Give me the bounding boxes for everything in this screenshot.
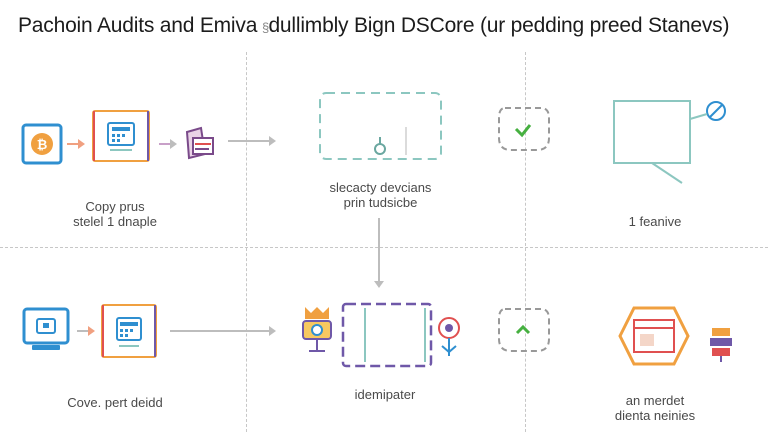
pin-icon bbox=[438, 317, 460, 356]
check-bubble-icon bbox=[498, 107, 550, 151]
title-mark: § bbox=[262, 20, 270, 35]
award-icon bbox=[302, 307, 332, 352]
row1-col2-caption: slecacty devcians prin tudsicbe bbox=[329, 180, 432, 210]
flow-arrow-down bbox=[374, 218, 384, 288]
document-grid-icon bbox=[101, 304, 157, 358]
flow-arrow bbox=[159, 139, 177, 149]
laptop-icon bbox=[22, 307, 70, 350]
row1-col4-caption: 1 feanive bbox=[628, 214, 682, 229]
svg-text:₿: ₿ bbox=[37, 138, 48, 153]
purple-frame-icon bbox=[341, 302, 433, 368]
monitor-satellite-icon bbox=[613, 100, 726, 184]
row2-col1-caption: Cove. pert deidd bbox=[67, 395, 163, 410]
flow-arrow bbox=[77, 326, 95, 336]
row-divider bbox=[0, 247, 768, 248]
bitcoin-icon: ₿ bbox=[21, 123, 63, 165]
document-grid-icon bbox=[92, 110, 150, 162]
chevron-bubble-icon bbox=[498, 308, 550, 352]
flow-arrow bbox=[228, 136, 276, 146]
flow-arrow bbox=[170, 326, 276, 336]
stack-icon bbox=[710, 328, 732, 362]
hexagon-window-icon bbox=[618, 306, 690, 366]
dashed-frame-icon bbox=[319, 92, 442, 160]
column-divider-2 bbox=[525, 52, 526, 432]
row1-col1-caption: Copy prus stelel 1 dnaple bbox=[73, 199, 157, 229]
folder-icon bbox=[185, 126, 214, 160]
flow-arrow bbox=[67, 139, 85, 149]
row2-col2-caption: idemipater bbox=[354, 387, 416, 402]
row2-col4-caption: an merdet dienta neinies bbox=[614, 393, 696, 423]
diagram-title: Pachoin Audits and Emiva dullimbly Bign … bbox=[18, 14, 730, 37]
column-divider-1 bbox=[246, 52, 247, 432]
